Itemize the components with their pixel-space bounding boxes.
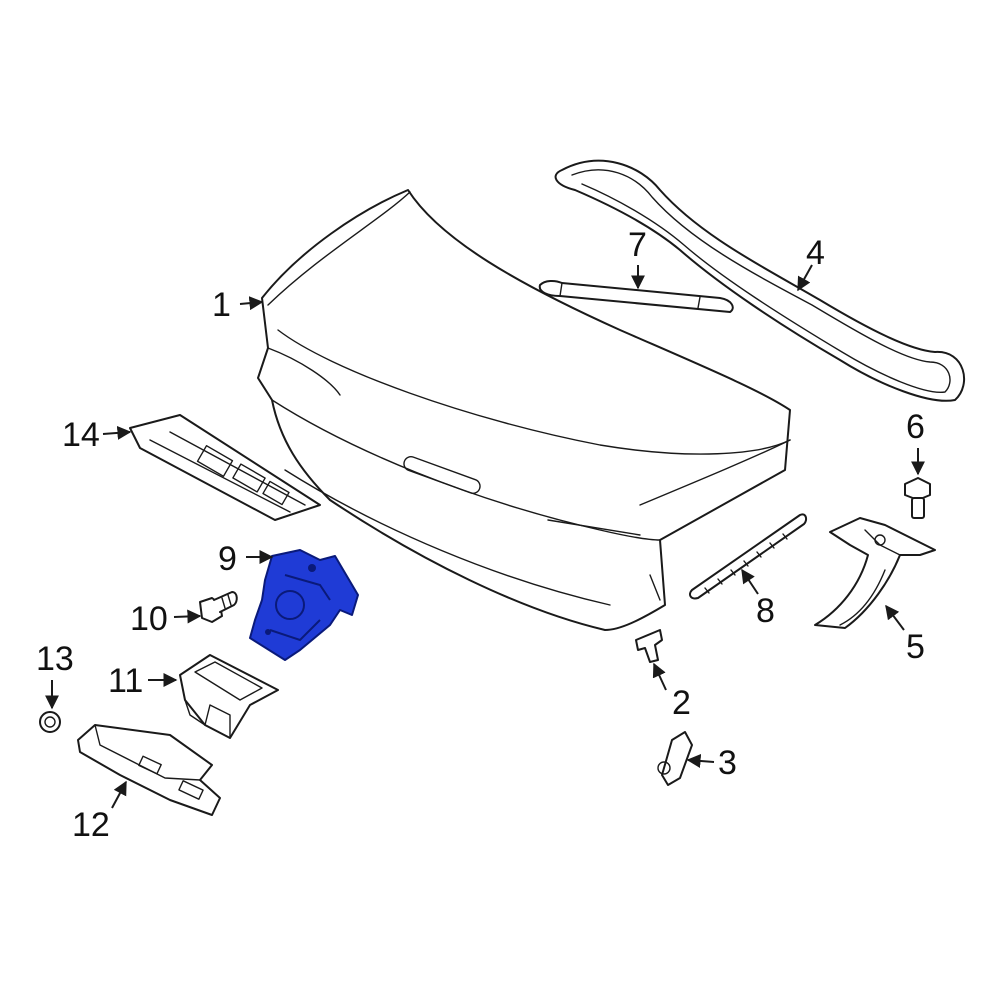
part-10-bolt[interactable] — [199, 591, 238, 623]
callout-leaders — [45, 264, 925, 809]
leader-5 — [885, 604, 905, 631]
part-4-weatherstrip[interactable] — [554, 159, 965, 402]
part-1-trunk-lid[interactable] — [257, 189, 791, 631]
callout-3: 3 — [718, 744, 737, 782]
callout-6: 6 — [906, 408, 925, 446]
callout-13: 13 — [36, 640, 74, 678]
callout-1: 1 — [212, 286, 231, 324]
part-12-handle-cover[interactable] — [77, 724, 221, 816]
callout-5: 5 — [906, 628, 925, 666]
callout-12: 12 — [72, 806, 110, 844]
leader-8 — [741, 568, 759, 595]
part-6-bolt[interactable] — [904, 477, 931, 519]
leader-12 — [111, 780, 127, 809]
part-11-handle-housing[interactable] — [179, 654, 279, 739]
callout-numbers: 1 2 3 4 5 6 7 8 9 10 11 12 13 14 — [36, 226, 925, 844]
part-7-lift-support[interactable] — [538, 279, 734, 313]
part-8-rod[interactable] — [689, 513, 808, 600]
callout-11: 11 — [108, 662, 143, 700]
callout-8: 8 — [756, 592, 775, 630]
callout-10: 10 — [130, 600, 168, 638]
callout-9: 9 — [218, 540, 237, 578]
leader-4 — [797, 264, 813, 292]
part-14-trim-bracket[interactable] — [129, 414, 321, 521]
leader-1 — [239, 296, 264, 311]
leader-3 — [686, 753, 715, 768]
leader-14 — [102, 425, 132, 440]
callout-4: 4 — [806, 234, 825, 272]
part-2-clip[interactable] — [635, 629, 663, 663]
callout-14: 14 — [62, 416, 100, 454]
callout-2: 2 — [672, 684, 691, 722]
leader-2 — [652, 662, 667, 691]
callout-7: 7 — [628, 226, 647, 264]
part-3-bumper[interactable] — [657, 731, 693, 786]
part-5-hinge[interactable] — [814, 517, 936, 629]
leader-10 — [173, 609, 202, 624]
part-13-nut[interactable] — [39, 711, 61, 733]
part-9-latch[interactable] — [249, 549, 359, 661]
